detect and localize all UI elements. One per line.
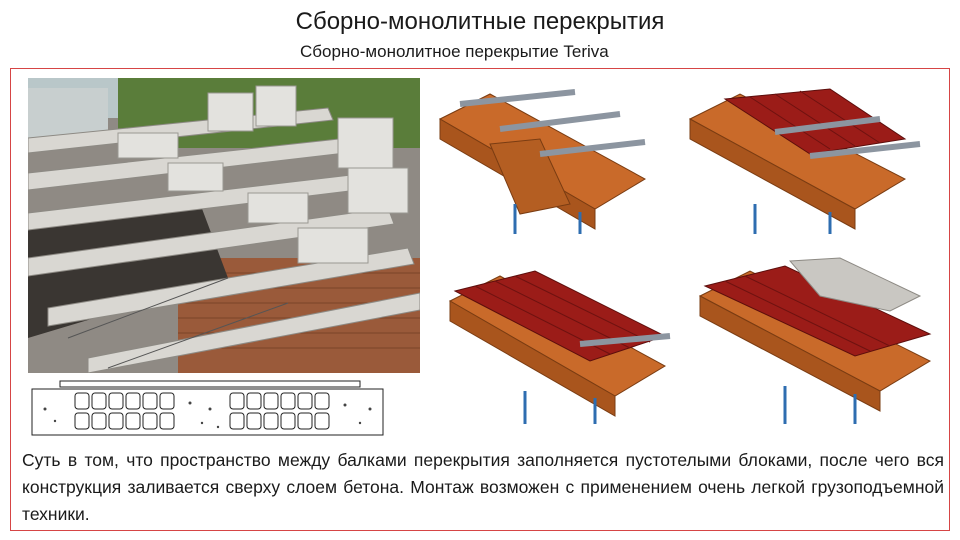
illustration-stage-2 (680, 84, 945, 236)
illustration-stage-3 (440, 266, 675, 426)
slide-subtitle: Сборно-монолитное перекрытие Teriva (300, 42, 609, 61)
illustration-stage-4 (690, 256, 945, 426)
construction-photo (28, 78, 420, 373)
slide-title: Сборно-монолитные перекрытия (295, 8, 665, 35)
content-frame (10, 68, 950, 531)
illustration-stage-1 (430, 84, 655, 236)
description-text: Суть в том, что пространство между балка… (22, 450, 944, 524)
cross-section-drawing (30, 379, 385, 437)
